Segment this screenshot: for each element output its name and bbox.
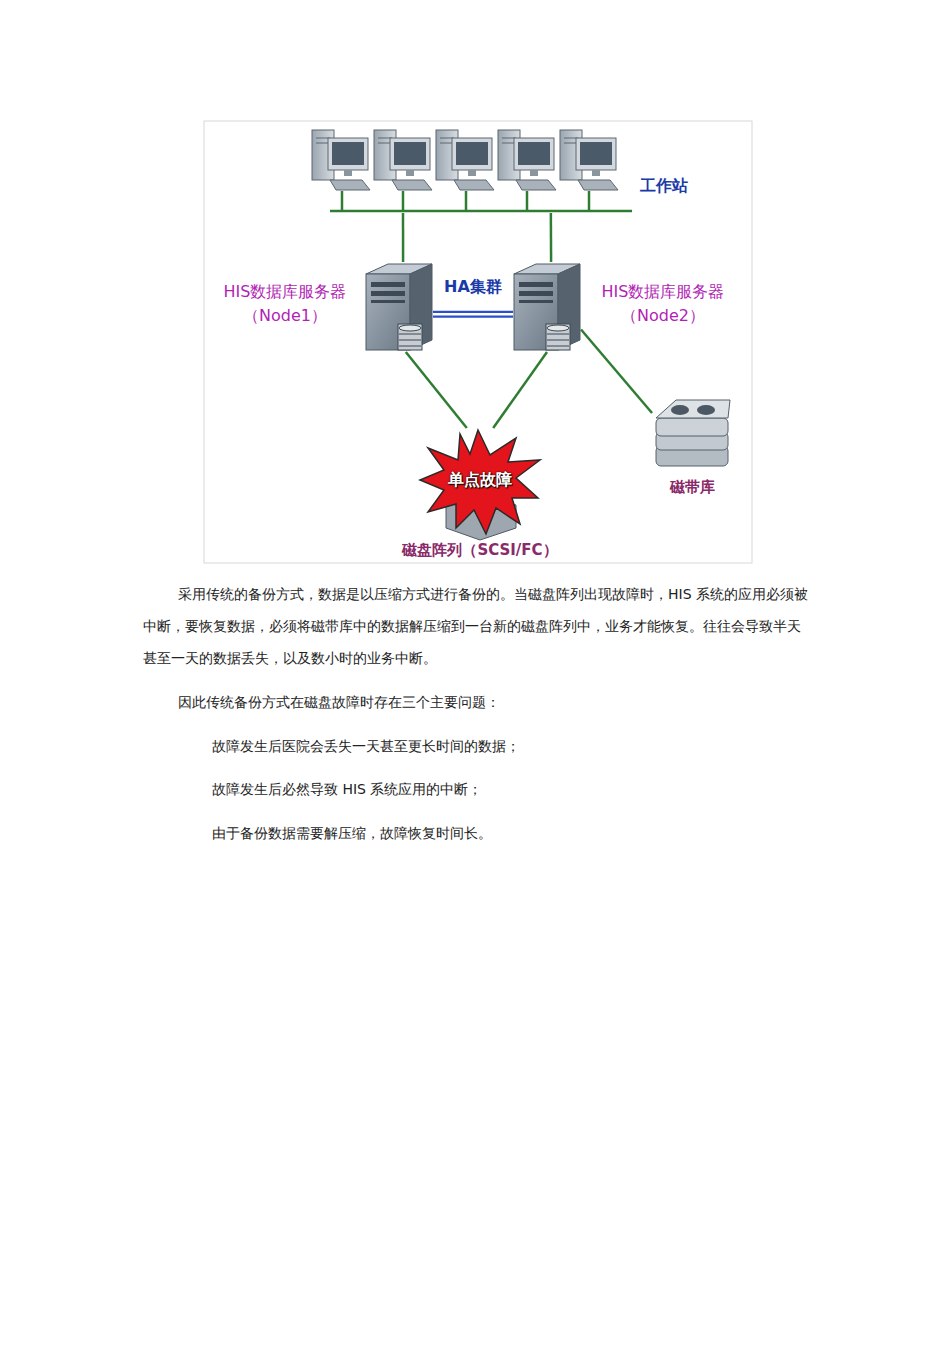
node-label: 单点故障 — [435, 469, 525, 491]
cluster-link-gap — [433, 313, 513, 316]
network-link — [402, 213, 405, 262]
pc-icon — [312, 130, 370, 190]
server-icon — [366, 264, 432, 350]
drop-line — [341, 191, 344, 211]
node-label: 磁带库 — [637, 477, 747, 497]
edge-label: HA集群 — [442, 277, 504, 298]
node-label: 磁盘阵列（SCSI/FC） — [375, 540, 585, 560]
workstation-icons — [312, 130, 618, 190]
connector-line — [433, 314, 513, 315]
connector-line — [550, 213, 551, 262]
disk-array-icon — [420, 430, 540, 540]
db-server: HIS数据库服务器 （Node2） — [513, 262, 581, 352]
network-link — [581, 330, 652, 414]
pc-icon — [374, 130, 432, 190]
body-text: 故障发生后必然导致 HIS 系统应用的中断； — [212, 773, 802, 805]
body-text: 由于备份数据需要解压缩，故障恢复时间长。 — [212, 817, 802, 849]
connector-line — [406, 352, 467, 428]
tape-library: 磁带库 — [652, 393, 732, 473]
lan-bus — [330, 191, 632, 211]
server-icon — [514, 264, 580, 350]
network-link — [406, 352, 467, 428]
drop-line — [402, 191, 405, 211]
disk-array: 单点故障磁盘阵列（SCSI/FC） — [425, 428, 535, 536]
cluster-link — [433, 311, 513, 318]
pc-icon — [498, 130, 556, 190]
node-label: 工作站 — [640, 175, 710, 197]
body-text: 因此传统备份方式在磁盘故障时存在三个主要问题： — [178, 686, 798, 718]
figure-frame — [204, 121, 752, 563]
drop-line — [588, 191, 591, 211]
network-link — [550, 213, 553, 262]
pc-icon — [560, 130, 618, 190]
node-label: HIS数据库服务器 （Node2） — [588, 280, 738, 328]
connector-line — [493, 352, 547, 428]
drop-line — [465, 191, 468, 211]
node-label: HIS数据库服务器 （Node1） — [210, 280, 360, 328]
tape-library-icon — [656, 400, 730, 466]
network-link — [493, 352, 547, 428]
pc-icon — [436, 130, 494, 190]
body-text: 故障发生后医院会丢失一天甚至更长时间的数据； — [212, 730, 802, 762]
connector-line — [403, 213, 404, 262]
db-server: HIS数据库服务器 （Node1） — [365, 262, 433, 352]
connector-line — [581, 330, 652, 414]
bus-line — [330, 210, 632, 213]
body-text: 采用传统的备份方式，数据是以压缩方式进行备份的。当磁盘阵列出现故障时，HIS 系… — [143, 578, 808, 674]
fault-starburst — [420, 430, 540, 534]
drop-line — [526, 191, 529, 211]
workstation-group: 工作站 — [305, 125, 635, 213]
